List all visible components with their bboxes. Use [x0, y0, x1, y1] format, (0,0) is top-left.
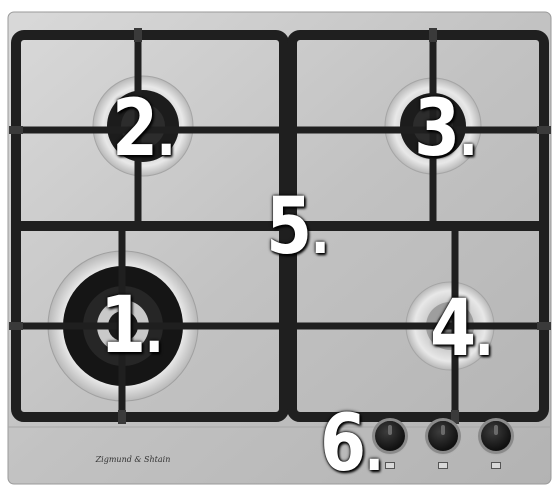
burner-position-icon — [385, 462, 395, 469]
callout-1: 1. — [100, 287, 159, 365]
brand-logo: Zigmund & Shtain — [78, 455, 188, 464]
callout-5: 5. — [266, 188, 325, 266]
callout-3: 3. — [414, 90, 473, 168]
callout-2: 2. — [112, 90, 171, 168]
burner-position-icon — [491, 462, 501, 469]
control-knob-2[interactable] — [428, 421, 458, 451]
callout-6: 6. — [320, 405, 379, 483]
control-knob-1[interactable] — [375, 421, 405, 451]
callout-4: 4. — [430, 290, 489, 368]
control-knob-3[interactable] — [481, 421, 511, 451]
burner-position-icon — [438, 462, 448, 469]
